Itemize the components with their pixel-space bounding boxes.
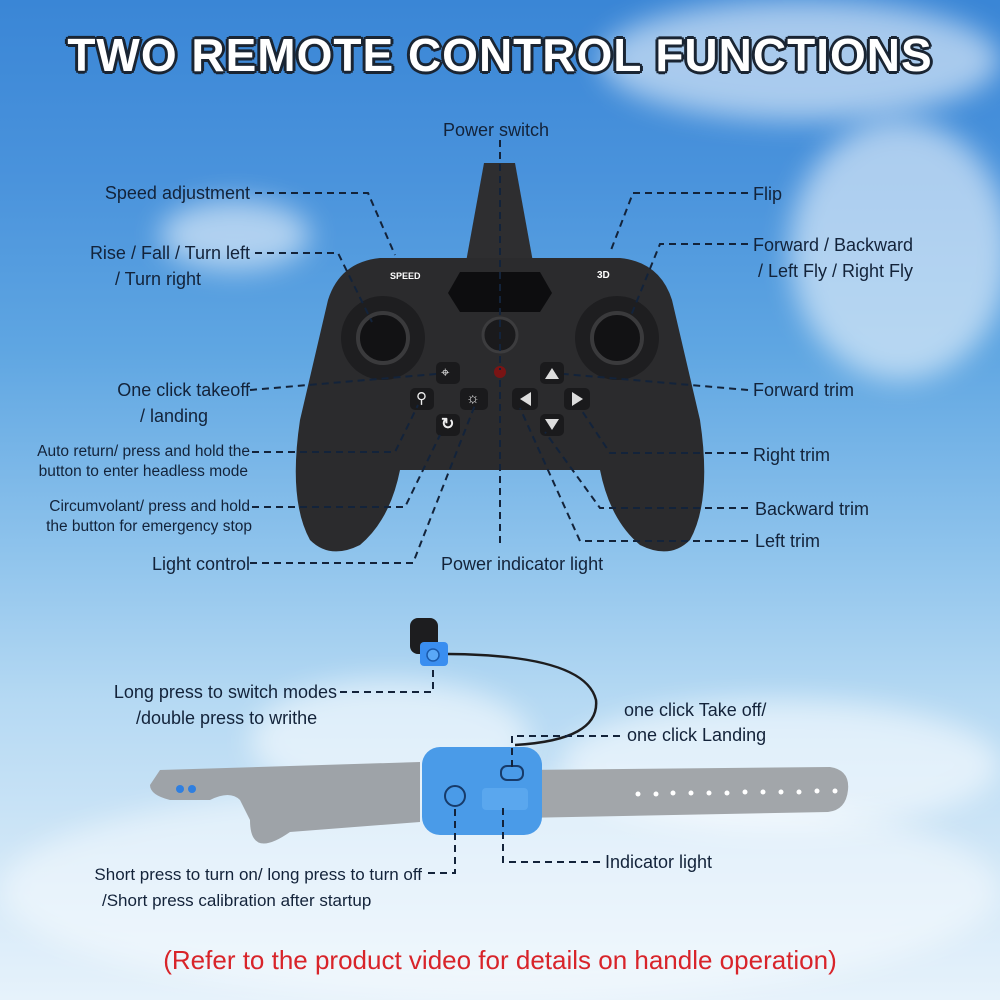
callout-circumvolant-line1: Circumvolant/ press and hold — [49, 498, 250, 515]
callout-takeoff-line2: / landing — [140, 406, 209, 426]
return-button — [410, 388, 434, 410]
callout-wrist-power-line1: Short press to turn on/ long press to tu… — [94, 865, 422, 884]
callout-forward-trim: Forward trim — [753, 380, 855, 400]
cloud — [790, 120, 1000, 380]
controller-screen — [448, 272, 552, 312]
callout-speed-adjustment: Speed adjustment — [104, 183, 250, 203]
cloud — [600, 0, 1000, 120]
wrist-indicator-panel — [482, 788, 528, 810]
callout-power-indicator: Power indicator light — [441, 554, 604, 574]
return-icon[interactable]: ⚲ — [416, 390, 427, 407]
callout-circumvolant-line2: the button for emergency stop — [46, 518, 252, 535]
light-button — [460, 388, 488, 410]
strap-holes — [635, 788, 838, 797]
callout-takeoff-line1: One click takeoff — [117, 380, 250, 400]
callout-right-trim: Right trim — [753, 445, 831, 465]
strap-left — [150, 762, 420, 844]
takeoff-button — [436, 362, 460, 384]
callout-left-stick-line2: / Turn right — [115, 269, 202, 289]
power-indicator-led — [494, 366, 506, 378]
wrist-unit — [422, 747, 542, 835]
callout-light-control: Light control — [151, 554, 250, 574]
callout-auto-return-line1: Auto return/ press and hold the — [37, 443, 250, 460]
rotate-icon[interactable]: ↻ — [441, 416, 455, 433]
callout-right-stick-line1: Forward / Backward — [753, 235, 914, 255]
callout-power-switch: Power switch — [443, 120, 550, 140]
cloud — [160, 200, 310, 270]
right-stick — [590, 311, 644, 365]
callout-mode-line2: /double press to writhe — [136, 708, 318, 728]
wrist-power-button — [444, 785, 466, 807]
callout-left-stick-line1: Rise / Fall / Turn left — [89, 243, 250, 263]
takeoff-icon[interactable]: ⌖ — [441, 364, 450, 381]
callout-backward-trim: Backward trim — [755, 499, 870, 519]
mode-3d-label: 3D — [597, 270, 610, 281]
rotate-button — [436, 414, 460, 436]
callout-wrist-takeoff-line1: one click Take off/ — [624, 700, 767, 720]
page-title: TWO REMOTE CONTROL FUNCTIONS — [67, 29, 933, 81]
callout-wrist-power-line2: /Short press calibration after startup — [102, 891, 372, 910]
light-icon[interactable]: ☼ — [466, 390, 480, 407]
strap-right — [520, 767, 849, 818]
left-stick — [356, 311, 410, 365]
leader-lines — [249, 140, 749, 874]
callout-auto-return-line2: button to enter headless mode — [38, 463, 248, 480]
ring-cable — [447, 652, 598, 747]
callout-mode-line1: Long press to switch modes — [113, 682, 337, 702]
footer-note: (Refer to the product video for details … — [163, 945, 837, 975]
callout-left-trim: Left trim — [755, 531, 821, 551]
callout-flip: Flip — [753, 184, 783, 204]
callout-right-stick-line2: / Left Fly / Right Fly — [758, 261, 914, 281]
speed-label: SPEED — [390, 271, 421, 281]
callout-indicator-light: Indicator light — [605, 852, 713, 872]
callout-wrist-takeoff-line2: one click Landing — [627, 725, 767, 745]
